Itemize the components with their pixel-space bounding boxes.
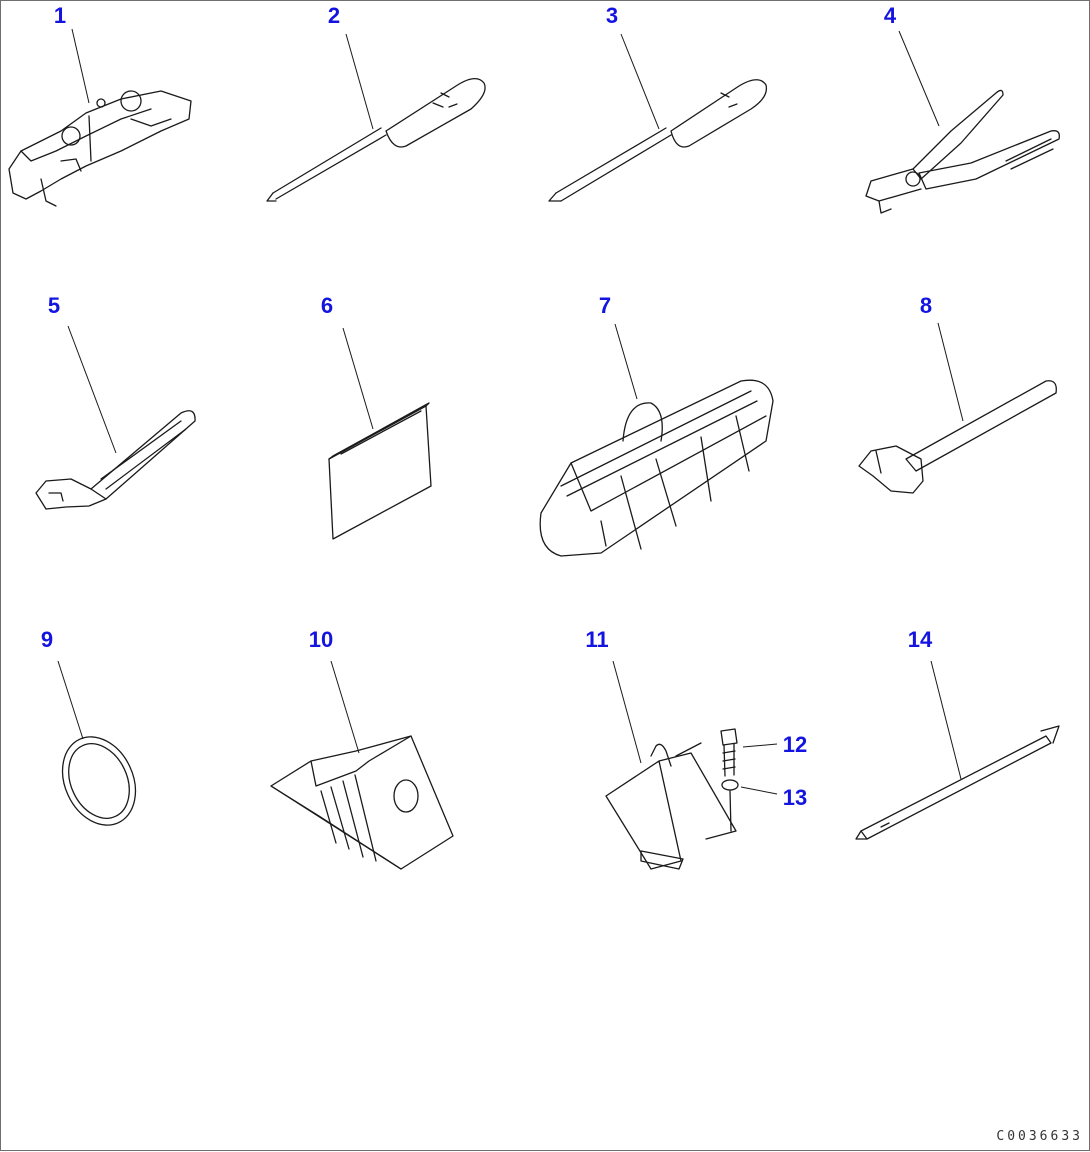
bar-icon xyxy=(855,725,1060,840)
callout-12: 12 xyxy=(782,732,808,757)
callout-1: 1 xyxy=(53,3,67,28)
o-ring-icon xyxy=(61,736,137,826)
callout-5: 5 xyxy=(47,293,61,318)
callout-6: 6 xyxy=(320,293,334,318)
callout-3: 3 xyxy=(605,3,619,28)
callout-14: 14 xyxy=(907,627,933,652)
manual-booklet-icon xyxy=(328,402,432,540)
drawing-code: C0036633 xyxy=(996,1129,1083,1144)
callout-7: 7 xyxy=(598,293,612,318)
phillips-screwdriver-icon xyxy=(266,78,486,202)
pliers-icon xyxy=(865,89,1060,214)
tool-bag-icon xyxy=(539,379,774,557)
chock-bracket-icon xyxy=(605,742,737,870)
callout-9: 9 xyxy=(40,627,54,652)
callout-11: 11 xyxy=(585,627,609,652)
bolt-icon xyxy=(720,728,738,777)
hammer-icon xyxy=(858,380,1057,494)
callout-8: 8 xyxy=(919,293,933,318)
adjustable-spanner-icon xyxy=(8,90,192,207)
flat-screwdriver-icon xyxy=(548,79,768,202)
wheel-chock-icon xyxy=(270,735,454,870)
callout-10: 10 xyxy=(308,627,334,652)
callout-4: 4 xyxy=(883,3,897,28)
washer-icon xyxy=(721,779,739,832)
callout-2: 2 xyxy=(327,3,341,28)
callout-13: 13 xyxy=(782,785,808,810)
adjustable-wrench-icon xyxy=(35,410,196,510)
